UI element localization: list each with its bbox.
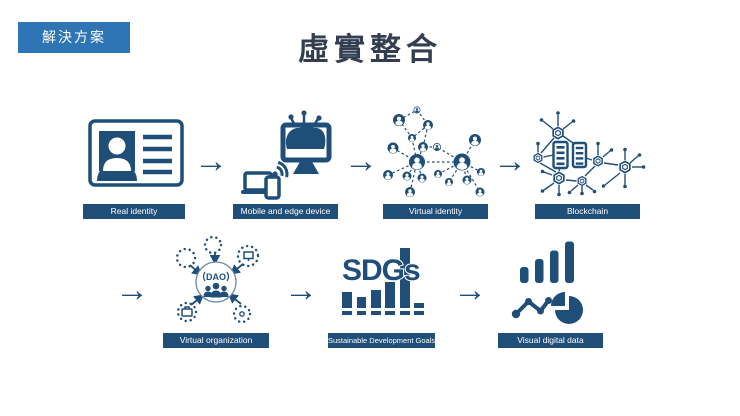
blockchain-icon xyxy=(533,111,646,197)
dao-icon: DAO xyxy=(175,236,260,324)
flow-arrow-icon: → xyxy=(115,271,149,309)
label-visual-digital-data: Visual digital data xyxy=(498,333,603,348)
people-network-icon xyxy=(383,106,485,197)
label-virtual-identity: Virtual identity xyxy=(383,204,488,219)
label-sdgs: Sustainable Development Goals xyxy=(328,333,435,348)
dao-label: DAO xyxy=(206,272,226,282)
label-mobile-edge-device: Mobile and edge device xyxy=(233,204,338,219)
sdgs-label: SDGs xyxy=(342,254,420,287)
flow-arrow-icon: → xyxy=(194,142,228,180)
label-real-identity: Real identity xyxy=(83,204,185,219)
id-card-icon xyxy=(88,119,184,187)
mobile-edge-device-icon xyxy=(241,110,332,200)
sdgs-icon: SDGs xyxy=(341,248,424,315)
flow-arrow-icon: → xyxy=(284,271,318,309)
label-blockchain: Blockchain xyxy=(535,204,640,219)
flow-arrow-icon: → xyxy=(493,142,527,180)
charts-icon xyxy=(511,241,583,324)
flow-arrow-icon: → xyxy=(453,271,487,309)
page-title: 虛實整合 xyxy=(298,32,442,67)
flow-arrow-icon: → xyxy=(344,142,378,180)
solution-badge: 解決方案 xyxy=(18,22,130,53)
label-virtual-organization: Virtual organization xyxy=(163,333,269,348)
